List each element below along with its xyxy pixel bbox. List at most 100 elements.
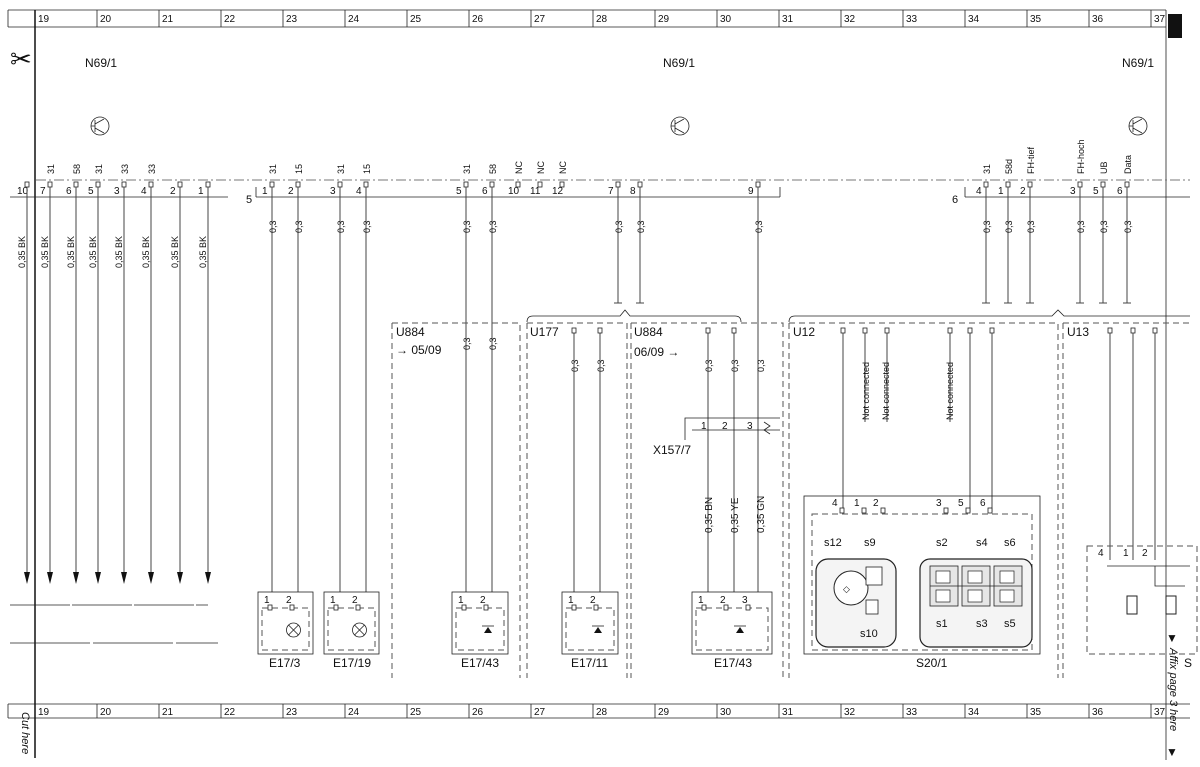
pin-signal: FH-tief [1026,147,1036,174]
wire-label: 0,35 BK [17,236,27,268]
ruler-column-number: 27 [534,707,546,718]
ruler-column-number: 31 [782,14,794,25]
connector-pin [705,327,711,334]
connector-pin [862,327,868,334]
not-connected-label: Not connected [861,362,871,420]
connector-pin [1152,327,1158,334]
pin-number: 1 [198,186,204,197]
component-inner [261,607,310,651]
pin-number: 3 [330,186,336,197]
connector-pin [571,604,577,611]
svg-text:◇: ◇ [843,584,850,594]
connector-pin [205,181,211,188]
pin-number: 1 [262,186,268,197]
pin-signal: NC [558,161,568,174]
arrow-down-icon [121,572,127,584]
connector-pin [637,181,643,188]
arrow-down-icon [24,572,30,584]
component-pin-number: 2 [286,595,292,606]
connector-label: X157/7 [653,443,691,457]
component-label: E17/43 [461,656,499,670]
variant-code: U884 [396,325,425,339]
pin-number: 5 [1093,186,1099,197]
component-pin-number: 2 [480,595,486,606]
wire-label: 0,35 BK [66,236,76,268]
component-pin-number: 1 [330,595,336,606]
pin-signal: 15 [362,164,372,174]
pin-signal: 58 [72,164,82,174]
wire-label: 0,3 [636,220,646,233]
pin-number: 11 [530,186,541,197]
connector-pin [148,181,154,188]
connector-pin [1077,181,1083,188]
connector-pin [355,604,361,611]
variant-note: 06/09 → [634,345,679,359]
variant-code: U884 [634,325,663,339]
pin-signal: 58d [1004,159,1014,174]
pin-number: 6 [482,186,488,197]
arrow-down-icon [148,572,154,584]
wire-label: 0,3 [730,359,740,372]
ruler-column-number: 23 [286,14,298,25]
switch-label: s6 [1004,537,1016,549]
component-inner [695,607,769,651]
connector-pin [537,181,543,188]
ruler-column-number: 33 [906,707,918,718]
connector-pin [461,604,467,611]
connector-pin [989,327,995,334]
wire-label: 0,3 [570,359,580,372]
ruler-column-number: 27 [534,14,546,25]
ruler-column-number: 23 [286,707,298,718]
pin-number: 12 [552,186,564,197]
connector-pin [73,181,79,188]
pin-number: 7 [608,186,614,197]
connector-pin [723,604,729,611]
component-label: E17/43 [714,656,752,670]
component-box [691,591,773,655]
switch-label: s10 [860,628,878,640]
component-label: E17/3 [269,656,301,670]
pin-number: 1 [998,186,1004,197]
cut-here-text: Cut here [19,712,31,754]
arrow-down-icon [47,572,53,584]
ruler-column-number: 28 [596,14,608,25]
lamp-icon [352,622,367,638]
pin-number: 10 [508,186,520,197]
module-label: N69/1 [1122,56,1154,70]
wire-label: 0,35 BK [114,236,124,268]
pin-signal: 33 [147,164,157,174]
connector-pin [269,181,275,188]
wire-label: 0,3 [756,359,766,372]
connector-pin: 2 [722,421,728,432]
connector-pin [884,327,890,334]
triangle-down-icon: ▼ [1166,631,1178,645]
ruler-column-number: 30 [720,14,732,25]
wire-label: 0,3 [462,220,472,233]
transistor-icon [671,118,685,134]
arrow-down-icon [73,572,79,584]
ruler-column-number: 22 [224,707,236,718]
right-block-pin: 4 [1098,548,1104,559]
component-pin-number: 2 [352,595,358,606]
connector-pin [755,181,761,188]
pin-number: 3 [114,186,120,197]
wire-label: 0,35 BK [40,236,50,268]
component-pin-number: 2 [720,595,726,606]
wire-color-label: 0,35 GN [756,496,767,533]
component-pin-number: 3 [742,595,748,606]
pin-number: 4 [976,186,982,197]
pin-number: 9 [748,186,754,197]
pin-signal: 31 [462,164,472,174]
connector-pin [295,181,301,188]
pin-signal: 31 [982,164,992,174]
transistor-icon [91,118,105,134]
connector-pin [47,181,53,188]
connector-pin [943,507,949,514]
connector-pin [333,604,339,611]
bottom-ruler [7,703,1190,719]
pin-number: 2 [288,186,294,197]
ruler-column-number: 33 [906,14,918,25]
ruler-column-number: 19 [38,707,50,718]
pin-number: 8 [630,186,636,197]
pin-number: 2 [1020,186,1026,197]
